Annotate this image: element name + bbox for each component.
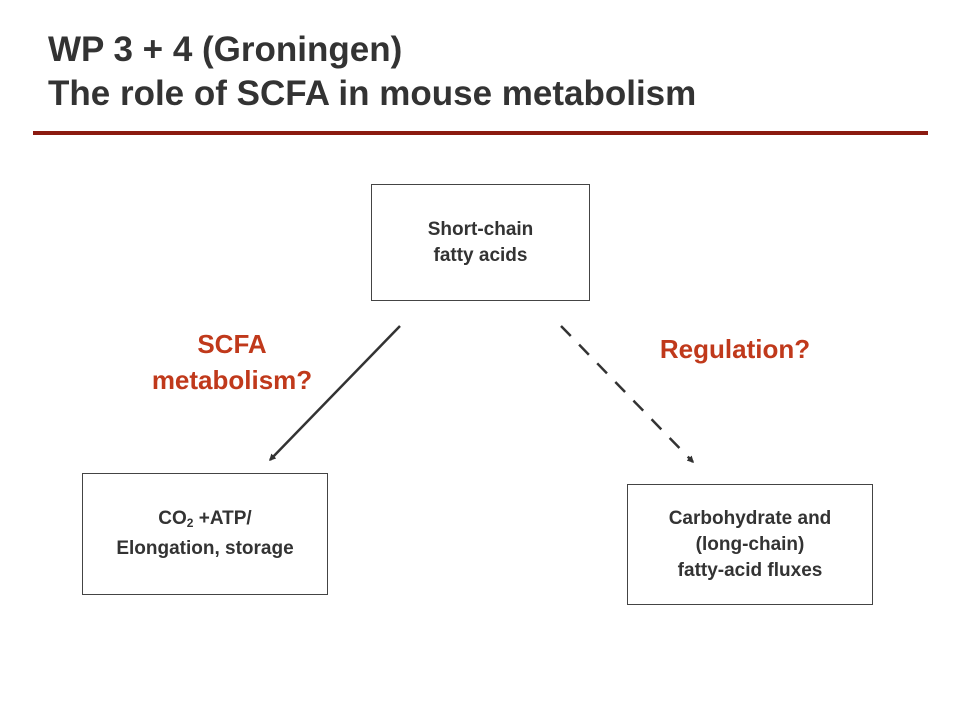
arrow-dashed-to-flux (560, 325, 694, 464)
slide-title: WP 3 + 4 (Groningen) The role of SCFA in… (48, 28, 696, 116)
edge-label-scfa-metabolism: SCFA metabolism? (120, 326, 344, 398)
title-divider (33, 131, 928, 135)
edge-label-regulation: Regulation? (630, 331, 840, 367)
node-source-line-2: fatty acids (433, 244, 528, 266)
co2-subscript: 2 (186, 516, 194, 530)
node-left-line-2: Elongation, storage (116, 538, 294, 559)
node-right-line-2: (long-chain) (695, 533, 805, 555)
edge-right-label-line-1: Regulation? (659, 334, 811, 364)
slide-title-line-1: WP 3 + 4 (Groningen) (48, 30, 403, 69)
arrow-solid-to-co2-atp (269, 325, 401, 462)
node-source-line-1: Short-chain (427, 218, 534, 240)
node-co2-atp-elongation-storage: CO2 +ATP/ Elongation, storage (82, 473, 328, 595)
co2-base: CO (158, 508, 187, 529)
node-left-line-1: CO2 +ATP/ (158, 506, 251, 536)
co2-rest: +ATP/ (193, 508, 252, 529)
slide-title-line-2: The role of SCFA in mouse metabolism (48, 74, 697, 113)
node-carbohydrate-fatty-acid-fluxes: Carbohydrate and (long-chain) fatty-acid… (627, 484, 873, 605)
edge-left-label-line-2: metabolism? (151, 365, 313, 395)
node-right-line-1: Carbohydrate and (668, 507, 832, 529)
edge-left-label-line-1: SCFA (197, 329, 267, 359)
node-short-chain-fatty-acids: Short-chain fatty acids (371, 184, 590, 301)
node-right-line-3: fatty-acid fluxes (677, 559, 823, 581)
